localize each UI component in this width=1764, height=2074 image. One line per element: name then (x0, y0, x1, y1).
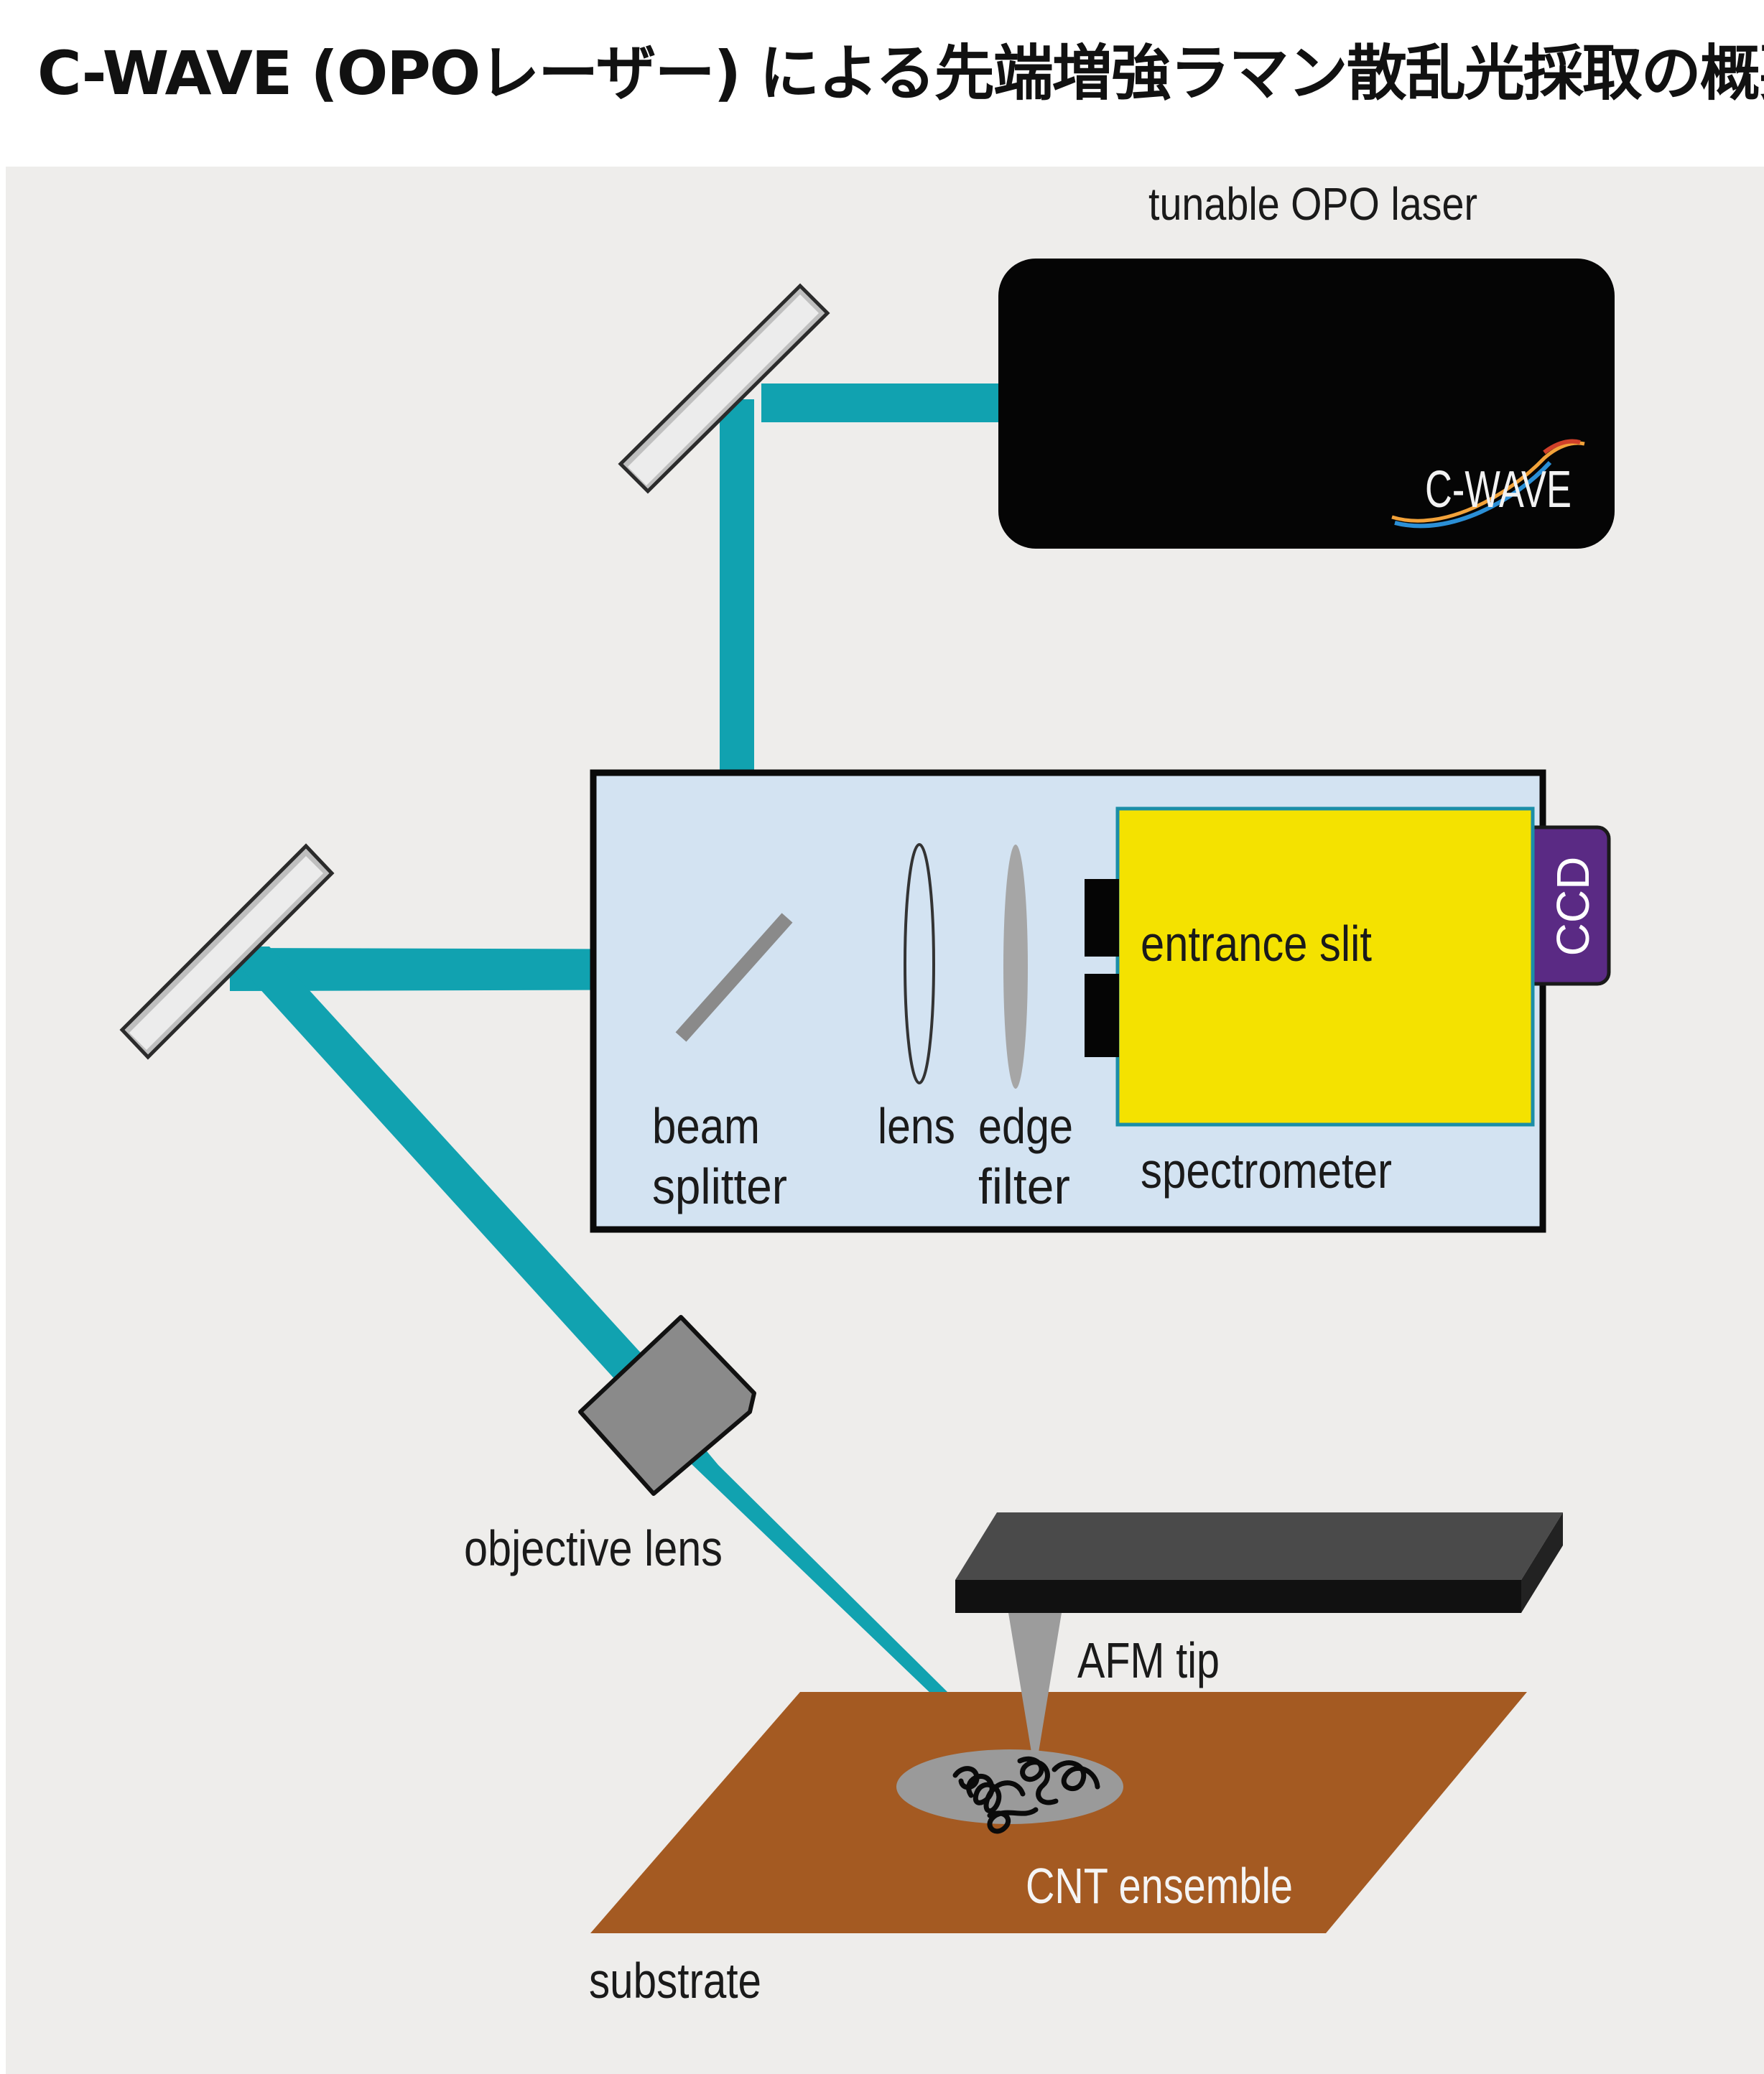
laser-label: tunable OPO laser (1148, 178, 1477, 230)
entrance-slit-label: entrance slit (1141, 916, 1372, 972)
beam-splitter-label-line1: beam (652, 1098, 760, 1154)
upper-mirror (618, 283, 830, 494)
afm-tip-label: AFM tip (1077, 1632, 1220, 1688)
cnt-ensemble (952, 1756, 1100, 1834)
lower-mirror (119, 843, 335, 1060)
cnt-ensemble-label: CNT ensemble (1026, 1858, 1293, 1914)
entrance-slit-lower (1085, 974, 1119, 1057)
page-title: C-WAVE (OPOレーザー) による先端増強ラマン散乱光採取の概要 (37, 38, 1764, 108)
laser-body (998, 259, 1615, 549)
objective-lens (578, 1315, 756, 1496)
ccd-label: CCD (1547, 857, 1599, 957)
brand-label: C-WAVE (1425, 461, 1572, 518)
c-wave-logo: C-WAVE (1391, 439, 1585, 529)
ccd-camera: CCD (1519, 825, 1611, 986)
edge-filter (1003, 845, 1028, 1089)
spectrometer-label: spectrometer (1141, 1143, 1392, 1199)
objective-lens-label: objective lens (464, 1520, 723, 1576)
illuminated-spot (896, 1749, 1123, 1824)
beam-splitter-label-line2: splitter (652, 1158, 787, 1214)
substrate-label: substrate (589, 1953, 761, 2009)
entrance-slit-upper (1085, 879, 1119, 957)
edge-filter-label-line1: edge (978, 1098, 1073, 1154)
spectrometer-body (1115, 806, 1535, 1127)
lens-label: lens (878, 1098, 955, 1154)
afm-tip (1008, 1613, 1062, 1752)
edge-filter-label-line2: filter (978, 1158, 1070, 1214)
beam-splitter (675, 913, 793, 1042)
lens (904, 843, 935, 1084)
afm-cantilever (955, 1512, 1563, 1613)
